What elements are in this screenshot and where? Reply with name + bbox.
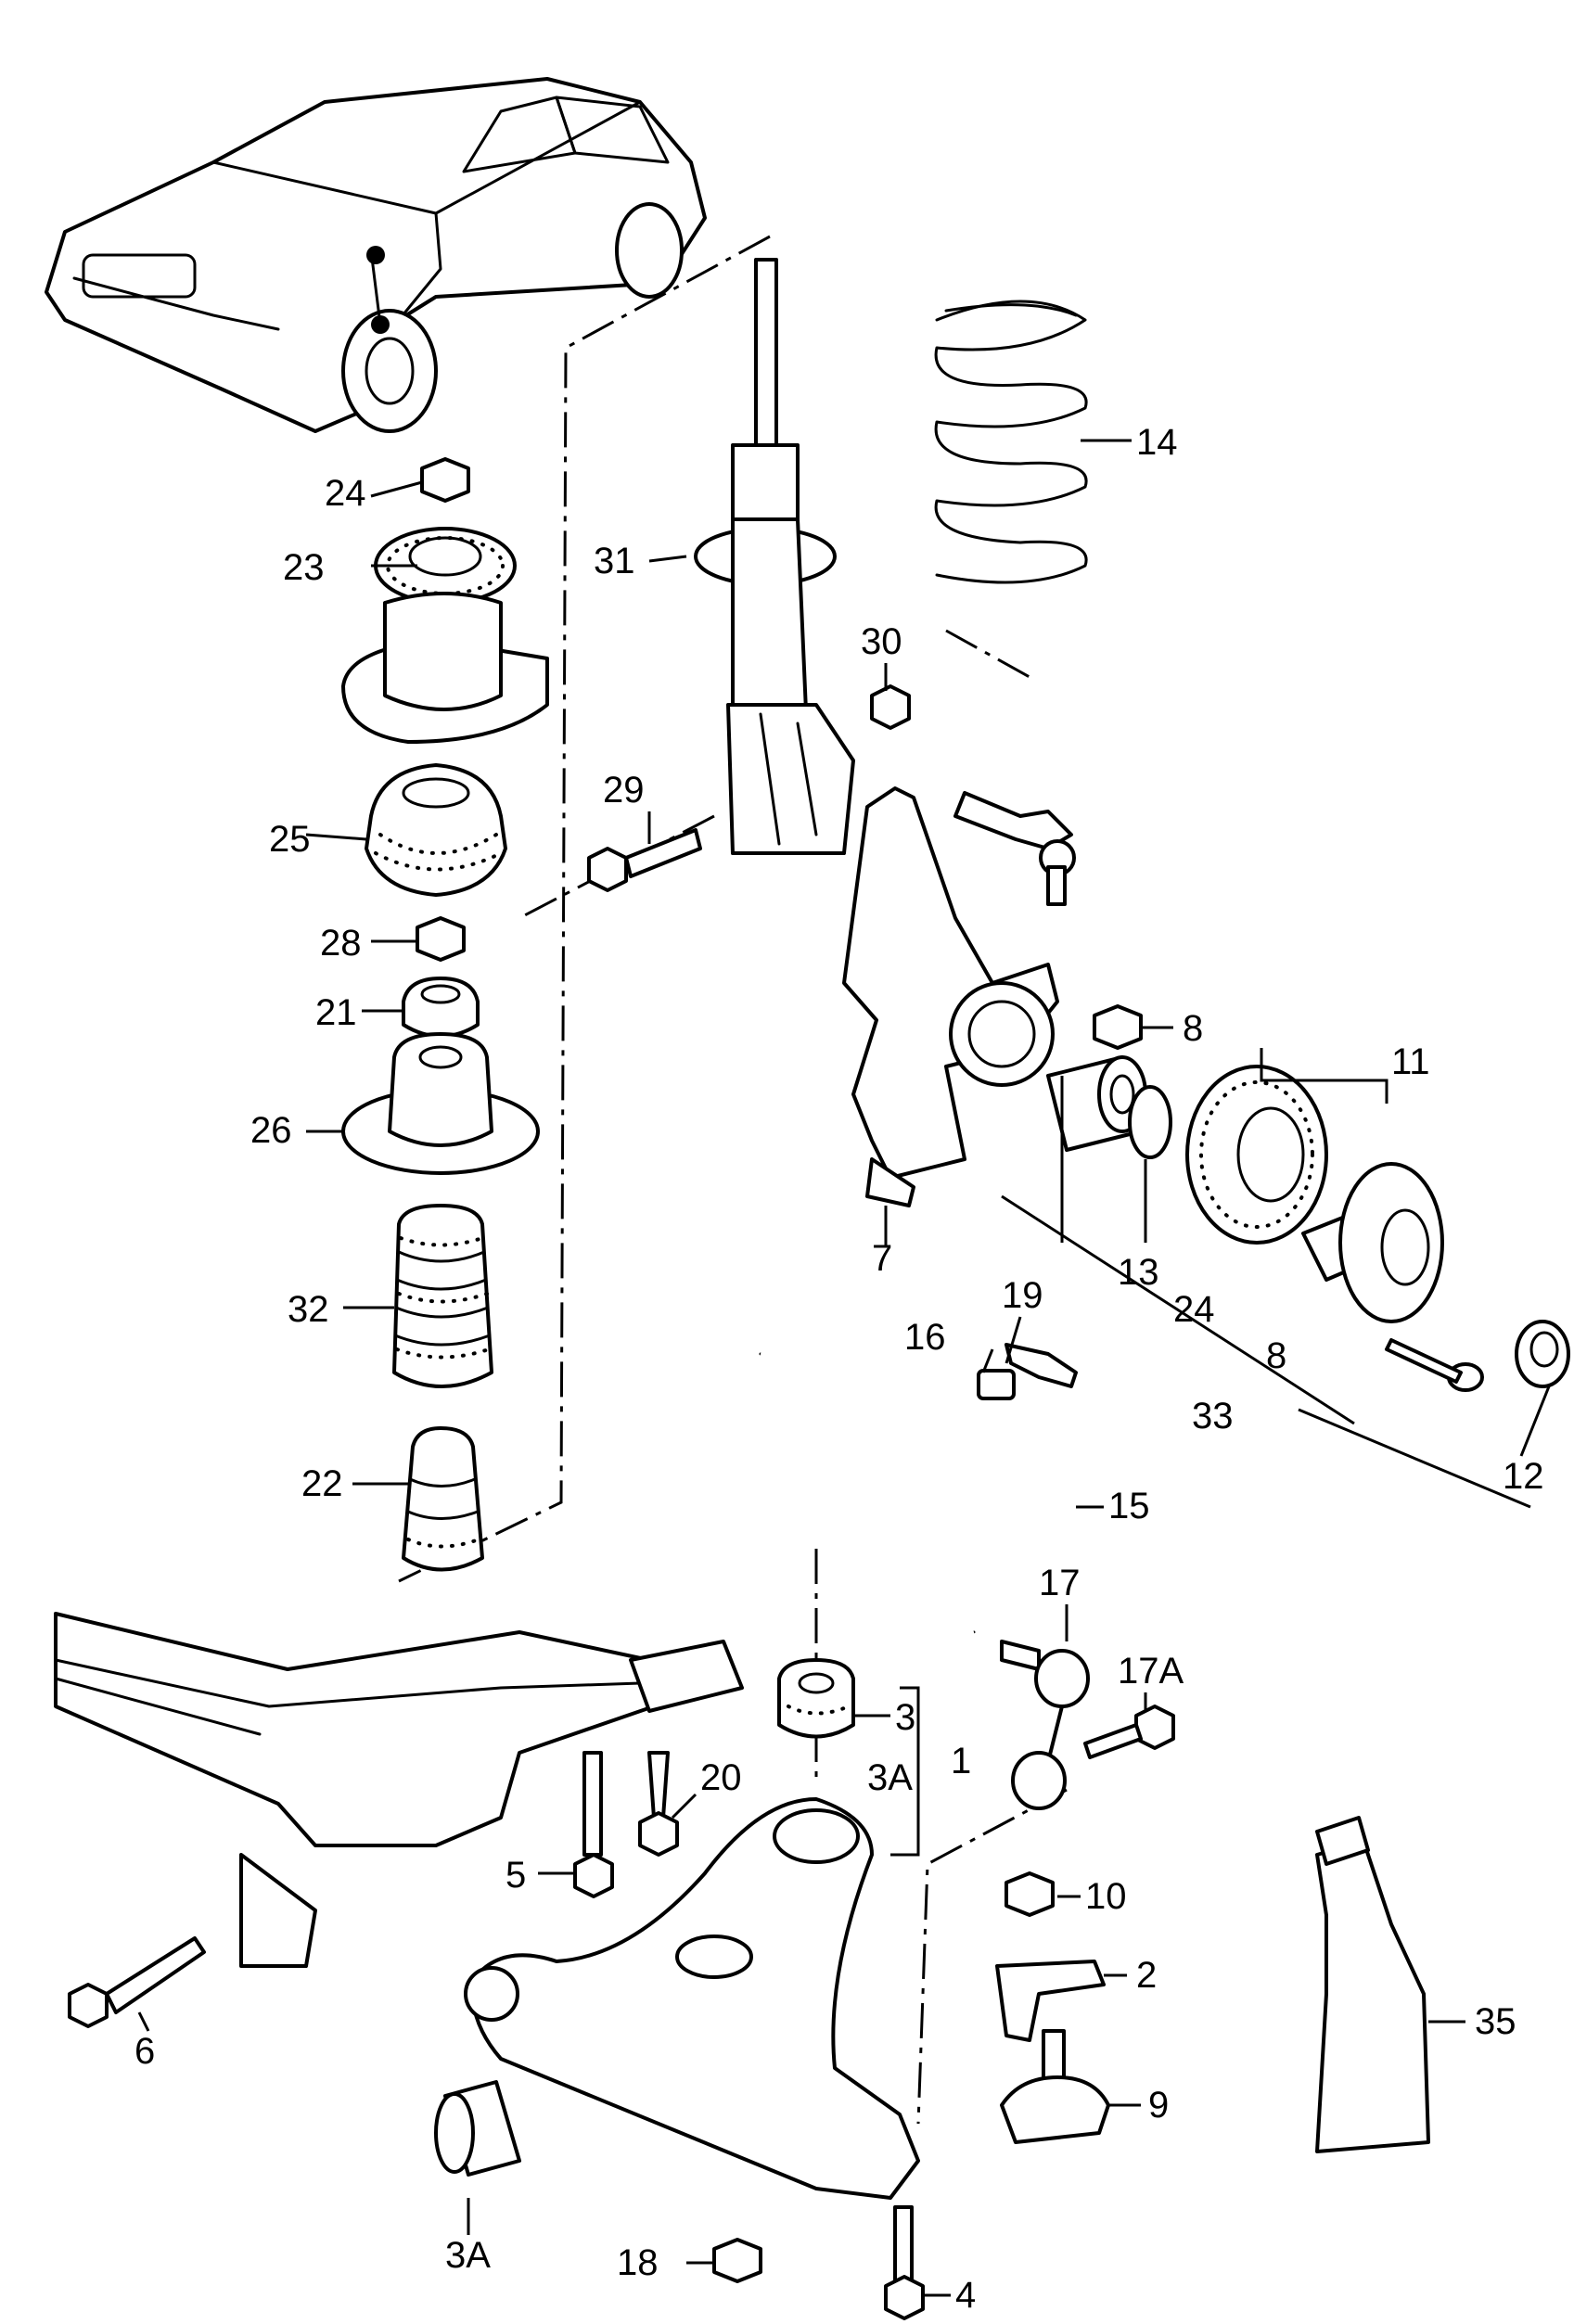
part-15-stabilizer: [759, 1349, 1051, 1640]
part-32-boot: [392, 1204, 493, 1388]
callout-5: 5: [505, 1855, 526, 1896]
callout-19: 19: [1002, 1275, 1043, 1316]
callout-32: 32: [288, 1289, 329, 1330]
part-7-knuckle: [842, 786, 1059, 1207]
callout-24: 24: [325, 473, 366, 514]
callout-17: 17: [1039, 1563, 1081, 1603]
part-4-bolt: [884, 2205, 925, 2320]
part-20-bolt: [638, 1751, 679, 1857]
tie-rod-end: [953, 791, 1076, 906]
part-24-nut: [420, 457, 470, 503]
callout-16: 16: [904, 1317, 946, 1358]
part-22-bump-stop: [402, 1426, 484, 1572]
part-25-buffer: [365, 763, 507, 897]
part-11-hub: [1185, 1065, 1444, 1323]
callout-29: 29: [603, 770, 645, 811]
callout-14: 14: [1136, 422, 1178, 463]
callout-8: 8: [1183, 1008, 1203, 1049]
callout-6: 6: [134, 2031, 155, 2072]
part-10-nut: [1005, 1871, 1055, 1917]
callout-3: 3: [895, 1697, 915, 1738]
subframe: [54, 1612, 744, 1968]
assembly-guide-lines: [398, 235, 1068, 2125]
strut-mount-stack: [341, 457, 549, 1572]
part-19-clamp: [1005, 1343, 1078, 1388]
part-14-coil-spring: [934, 300, 1088, 584]
part-18-nut: [712, 2238, 762, 2283]
leader-lines: [137, 439, 1551, 2297]
callout-30: 30: [861, 621, 902, 662]
callout-24-b: 24: [1173, 1289, 1215, 1330]
part-13-circlip: [1128, 1085, 1172, 1159]
callout-35: 35: [1475, 2001, 1516, 2042]
part-3-bush: [777, 1658, 855, 1739]
vehicle-silhouette: [45, 77, 707, 433]
callout-2: 2: [1136, 1955, 1157, 1996]
part-5-bolt: [573, 1751, 614, 1898]
part-16-bush: [977, 1369, 1016, 1400]
callout-22: 22: [301, 1463, 343, 1504]
callout-15: 15: [1108, 1486, 1150, 1526]
part-17-link: [1000, 1640, 1175, 1810]
callout-3a-b: 3A: [445, 2235, 491, 2276]
callout-25: 25: [269, 819, 311, 860]
part-3a-bush: [434, 2080, 521, 2177]
part-9-ball-joint: [1000, 2029, 1110, 2144]
part-29-bolt: [587, 828, 702, 892]
part-28-nut: [416, 916, 466, 962]
hub-bolt: [1385, 1338, 1484, 1392]
callout-33: 33: [1192, 1396, 1234, 1437]
callout-8-b: 8: [1266, 1335, 1286, 1376]
callout-9: 9: [1148, 2085, 1169, 2126]
callout-11: 11: [1391, 1041, 1430, 1082]
callout-10: 10: [1085, 1876, 1127, 1917]
part-8-nut: [1093, 1004, 1143, 1050]
shock-absorber: [587, 258, 911, 892]
callout-18: 18: [617, 2242, 659, 2283]
callout-31: 31: [594, 541, 635, 581]
lower-control-arm: [464, 1797, 920, 2200]
callout-13: 13: [1118, 1252, 1159, 1293]
part-2-plate: [995, 1960, 1106, 2042]
part-35-grease-tube: [1315, 1816, 1430, 2153]
part-12-cap-nut: [1515, 1320, 1570, 1388]
part-6-bolt: [68, 1936, 206, 2028]
callout-labels: 24 23 25 28 21 26 32 22 31 29 30 14 8 11…: [134, 422, 1544, 2316]
callout-7: 7: [872, 1238, 892, 1279]
callout-21: 21: [315, 992, 357, 1033]
callout-20: 20: [700, 1757, 742, 1798]
callout-23: 23: [283, 547, 325, 588]
callout-4: 4: [955, 2275, 976, 2316]
part-30-nut: [870, 684, 911, 730]
callout-28: 28: [320, 923, 362, 964]
callout-3a: 3A: [867, 1757, 913, 1798]
callout-26: 26: [250, 1110, 292, 1151]
callout-17a: 17A: [1118, 1651, 1184, 1692]
callout-12: 12: [1503, 1456, 1544, 1497]
callout-1: 1: [951, 1741, 971, 1781]
